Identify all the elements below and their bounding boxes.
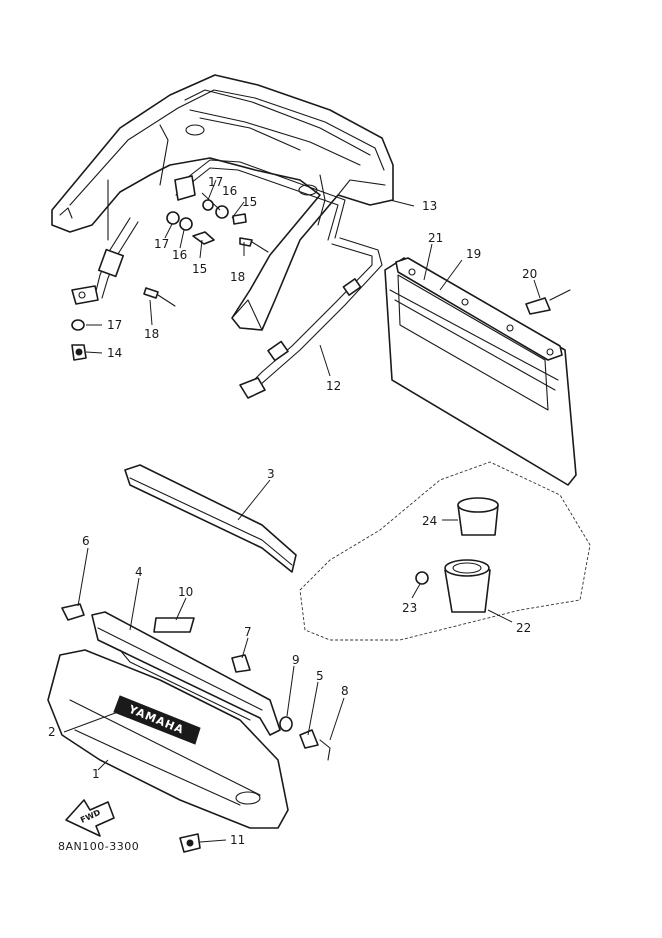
callout-7: 7: [244, 625, 252, 639]
callout-9: 9: [292, 653, 300, 667]
callout-17-upper: 17: [208, 175, 223, 189]
small-parts: [61, 603, 331, 853]
callout-15-upper: 15: [242, 195, 257, 209]
callout-10: 10: [178, 585, 193, 599]
tail-cover: YAMAHA: [47, 649, 289, 829]
grab-bar: [174, 159, 383, 399]
callout-16-lower: 16: [172, 248, 187, 262]
callout-17-lower: 17: [107, 318, 122, 332]
callout-17-middle: 17: [154, 237, 169, 251]
reinforcement-bar: [124, 464, 297, 573]
leader-lines: [63, 179, 541, 843]
callout-16-upper: 16: [222, 184, 237, 198]
callout-numbers: 1 2 3 4 5 6 7 8 9 10 11 12 13 14 15 15 1…: [48, 175, 537, 847]
rear-carrier: [51, 74, 394, 331]
callout-21: 21: [428, 231, 443, 245]
callout-11: 11: [230, 833, 245, 847]
callout-13: 13: [422, 199, 437, 213]
callout-20: 20: [522, 267, 537, 281]
callout-6: 6: [82, 534, 90, 548]
part-code: 8AN100-3300: [58, 840, 139, 853]
callout-5: 5: [316, 669, 324, 683]
callout-8: 8: [341, 684, 349, 698]
callout-15-lower: 15: [192, 262, 207, 276]
callout-22: 22: [516, 621, 531, 635]
callout-4: 4: [135, 565, 143, 579]
callout-2: 2: [48, 725, 56, 739]
callout-14: 14: [107, 346, 122, 360]
callout-3: 3: [267, 467, 275, 481]
callout-1: 1: [92, 767, 100, 781]
tail-bracket: [91, 611, 281, 736]
mud-flap: [384, 257, 577, 486]
left-bracket: [71, 179, 139, 305]
fuel-tank-ghost: [299, 461, 591, 641]
callout-18-right: 18: [230, 270, 245, 284]
callout-24: 24: [422, 514, 437, 528]
callout-18-left: 18: [144, 327, 159, 341]
forward-direction-arrow: FWD: [65, 799, 115, 837]
callout-23: 23: [402, 601, 417, 615]
callout-19: 19: [466, 247, 481, 261]
callout-12: 12: [326, 379, 341, 393]
